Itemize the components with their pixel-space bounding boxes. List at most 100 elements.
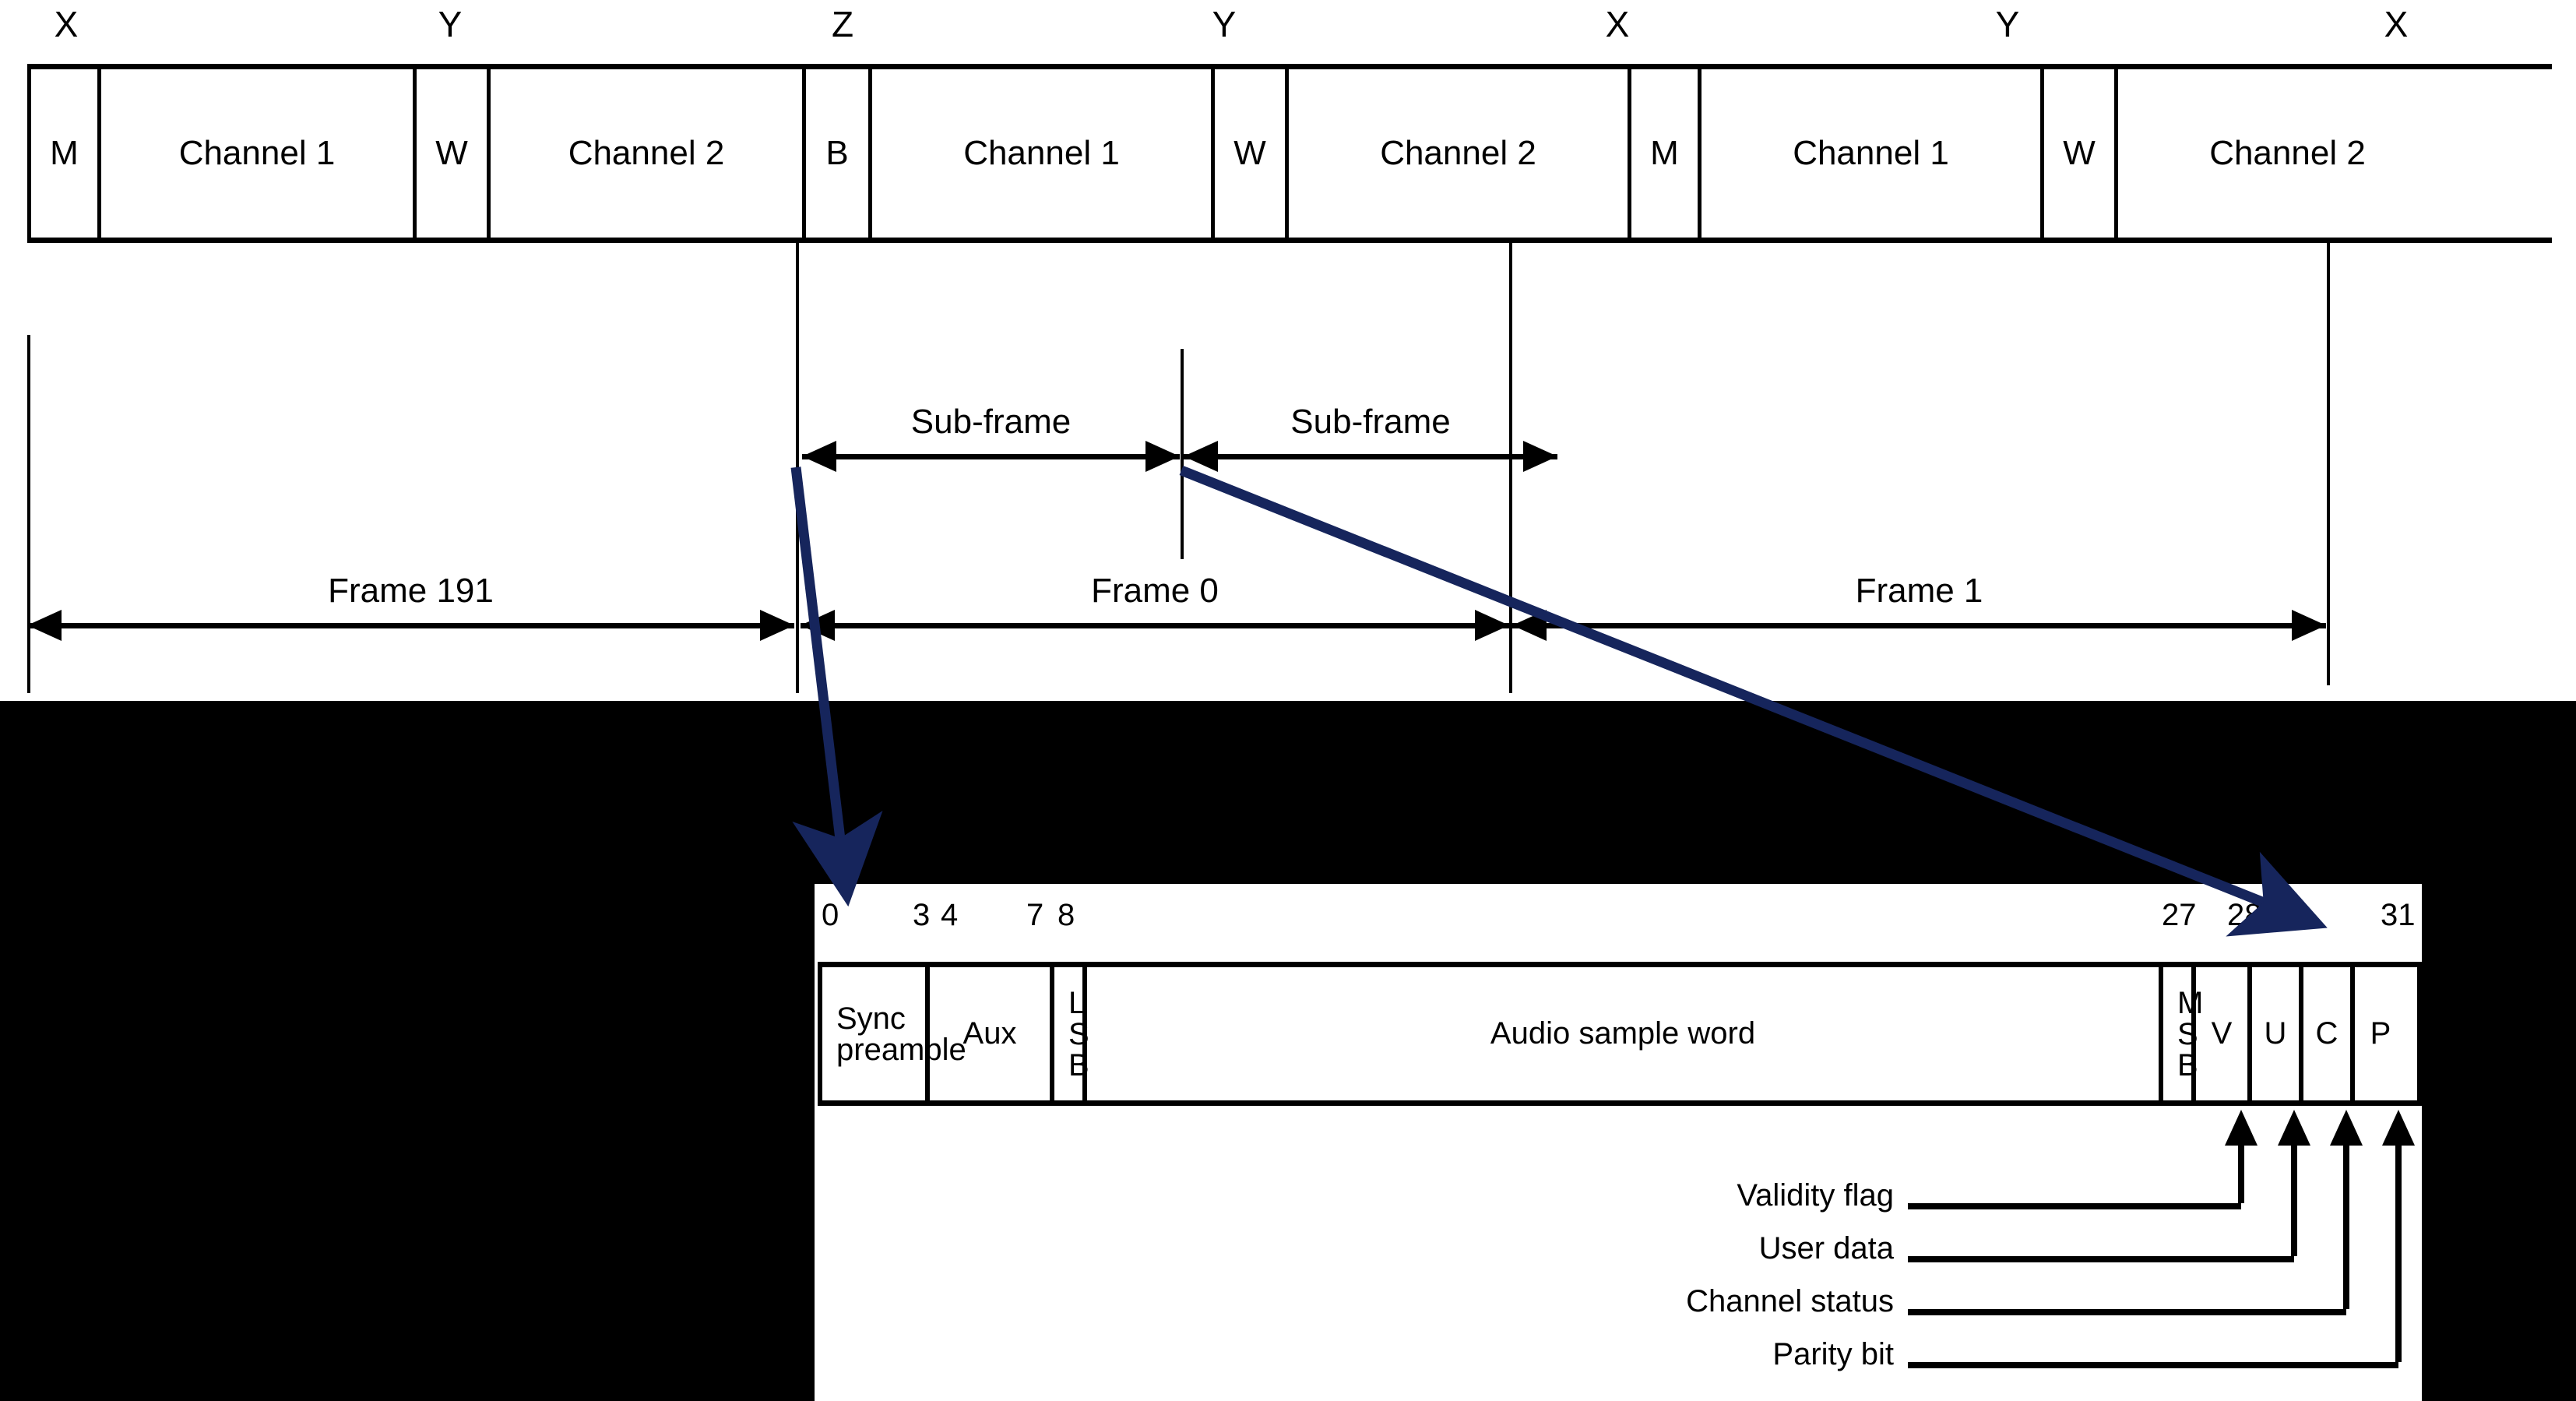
arrowhead-right-icon: [1145, 441, 1180, 472]
stream-cell-m-8: M: [1631, 69, 1701, 238]
stream-cell-channel-2-7: Channel 2: [1289, 69, 1631, 238]
stream-cell-label: Channel 1: [963, 134, 1120, 172]
measure-label: Frame 191: [328, 572, 494, 610]
callout-arrowhead-up-icon-1: [2278, 1110, 2310, 1146]
stream-cell-label: M: [1650, 134, 1679, 172]
subframe-field-audio-sample-word: Audio sample word: [1087, 967, 2163, 1100]
stream-cell-label: Channel 2: [1380, 134, 1536, 172]
callout-arrowhead-up-icon-2: [2330, 1110, 2363, 1146]
label-line: S: [1068, 1016, 1089, 1051]
arrowhead-left-icon: [1184, 441, 1218, 472]
bit-number-0: 0: [822, 898, 839, 932]
subframe-field-label: Audio sample word: [1490, 1016, 1756, 1051]
callout-leader-vertical-2: [2343, 1146, 2349, 1309]
stream-cell-label: M: [50, 134, 79, 172]
stream-cell-label: W: [1233, 134, 1266, 172]
callout-leader-horizontal-3: [1908, 1362, 2398, 1368]
subframe-field-label: P: [2370, 1016, 2391, 1051]
callout-leader-vertical-0: [2238, 1146, 2244, 1203]
subframe-field-validity: V: [2196, 967, 2252, 1100]
stream-cell-w-6: W: [1215, 69, 1289, 238]
subframe-field-label: U: [2264, 1016, 2287, 1051]
measure-bar: [1184, 454, 1557, 459]
label-line: M: [2177, 985, 2204, 1020]
callout-leader-horizontal-2: [1908, 1309, 2346, 1315]
callout-label-channel-status: Channel status: [1686, 1284, 1894, 1318]
label-line: preamble: [836, 1032, 966, 1067]
stream-cell-m-0: M: [31, 69, 101, 238]
label-line: Sync: [836, 1001, 906, 1036]
stream-cell-label: Channel 2: [2209, 134, 2366, 172]
callout-label-validity-flag: Validity flag: [1737, 1178, 1894, 1213]
sync-word-label-5: Y: [1995, 4, 2020, 44]
stream-cell-label: Channel 2: [568, 134, 725, 172]
subframe-field-label: V: [2211, 1016, 2233, 1051]
measure-label: Frame 0: [1091, 572, 1219, 610]
subframe-field-aux: Aux: [930, 967, 1054, 1100]
sync-word-label-1: Y: [438, 4, 463, 44]
callout-leader-horizontal-0: [1908, 1203, 2241, 1209]
arrowhead-right-icon: [1475, 610, 1509, 641]
sync-word-label-3: Y: [1212, 4, 1237, 44]
arrowhead-left-icon: [1512, 610, 1547, 641]
stream-cell-label: Channel 1: [178, 134, 336, 172]
callout-leader-horizontal-1: [1908, 1256, 2294, 1262]
label-line: B: [2177, 1047, 2198, 1082]
measure-bar: [802, 454, 1180, 459]
label-line: B: [1068, 1047, 1089, 1082]
audio-stream-row: M Channel 1 W Channel 2 B Channel 1 W Channel 2…: [27, 64, 2531, 243]
bit-number-28: 28: [2227, 898, 2262, 932]
stream-cell-b-4: B: [806, 69, 872, 238]
guide-z-boundary: [796, 243, 799, 693]
stream-cell-w-2: W: [417, 69, 491, 238]
subframe-field-parity: P: [2355, 967, 2406, 1100]
subframe-field-label: Aux: [962, 1016, 1017, 1051]
guide-subframe-split: [1181, 349, 1184, 559]
stream-cell-channel-1-5: Channel 1: [872, 69, 1215, 238]
arrowhead-right-icon: [2292, 610, 2326, 641]
stream-cell-label: W: [2063, 134, 2096, 172]
guide-frame1-end: [2327, 243, 2330, 685]
label-line: L: [1068, 985, 1086, 1020]
bit-number-4: 4: [941, 898, 959, 932]
label-line: S: [2177, 1016, 2198, 1051]
bit-number-3: 3: [913, 898, 931, 932]
arrowhead-right-icon: [1523, 441, 1557, 472]
measure-bar: [27, 623, 794, 628]
subframe-field-label: C: [2315, 1016, 2338, 1051]
subframe-field-user: U: [2252, 967, 2303, 1100]
sync-word-label-2: Z: [831, 4, 854, 44]
callout-label-user-data: User data: [1758, 1231, 1894, 1265]
arrowhead-right-icon: [760, 610, 794, 641]
measure-bar: [801, 623, 1509, 628]
stream-cell-label: Channel 1: [1793, 134, 1949, 172]
stream-cell-w-10: W: [2044, 69, 2118, 238]
stream-cell-label: W: [435, 134, 468, 172]
callout-leader-vertical-1: [2291, 1146, 2297, 1256]
bit-number-31: 31: [2381, 898, 2416, 932]
sync-word-label-0: X: [54, 4, 79, 44]
bit-number-7: 7: [1026, 898, 1044, 932]
subframe-field-channel-status: C: [2303, 967, 2355, 1100]
callout-leader-vertical-3: [2395, 1146, 2402, 1362]
arrowhead-left-icon: [27, 610, 62, 641]
callout-label-parity-bit: Parity bit: [1772, 1337, 1894, 1371]
stream-continuation: [2402, 64, 2552, 243]
guide-frame191-start: [27, 335, 30, 693]
measure-label: Frame 1: [1855, 572, 1983, 610]
arrowhead-left-icon: [802, 441, 836, 472]
measure-label: Sub-frame: [1290, 403, 1451, 441]
bit-number-27: 27: [2162, 898, 2197, 932]
sync-word-label-4: X: [1605, 4, 1630, 44]
bit-number-8: 8: [1057, 898, 1075, 932]
callout-arrowhead-up-icon-3: [2382, 1110, 2415, 1146]
